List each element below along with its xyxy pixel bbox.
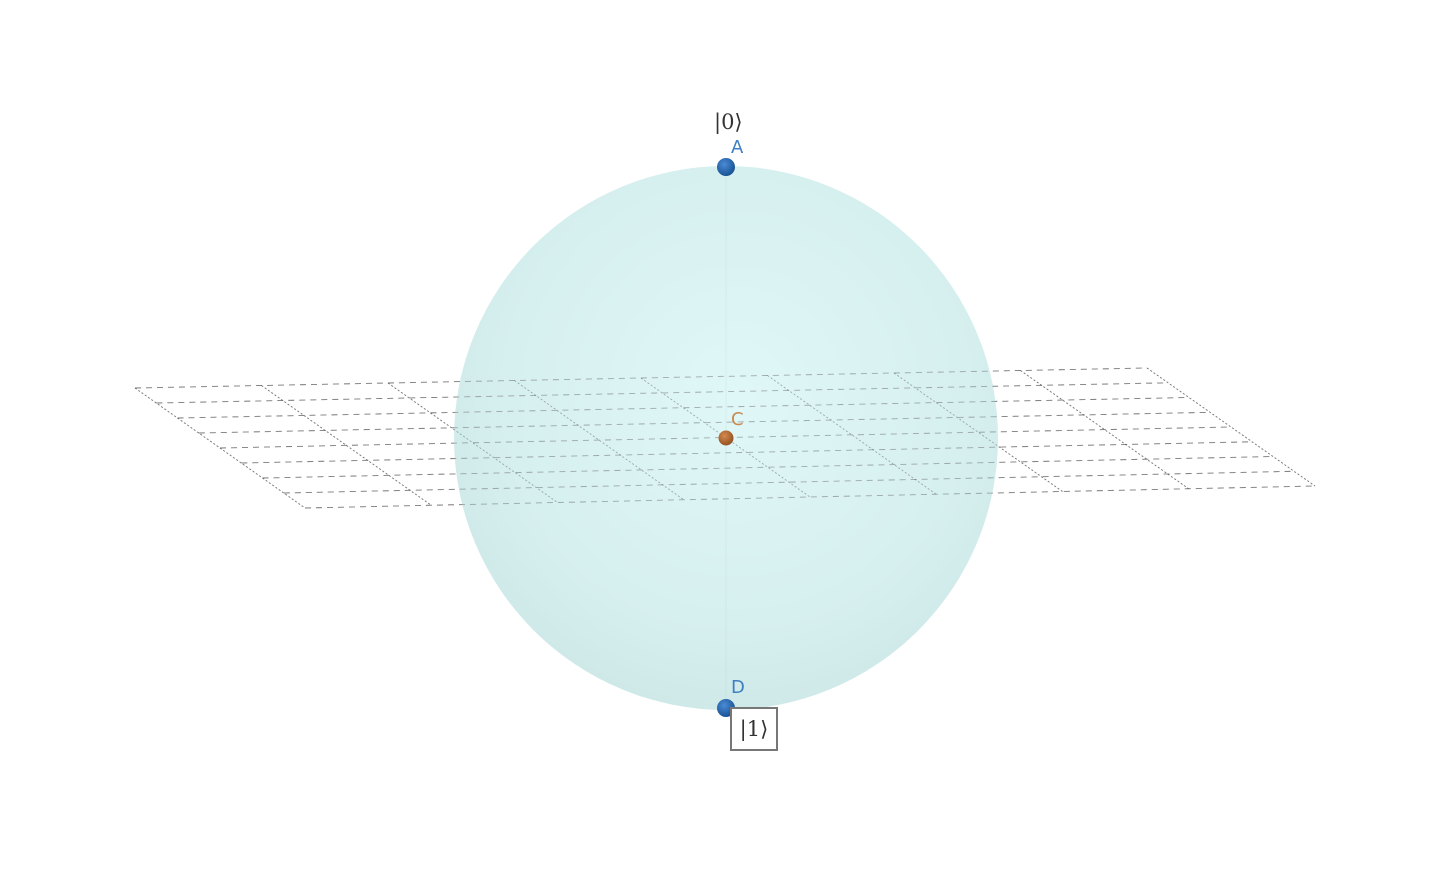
point-a-marker[interactable] xyxy=(717,158,735,176)
grid-line-diagonal xyxy=(134,387,306,509)
grid-line-diagonal xyxy=(514,380,685,501)
grid-line-horizontal xyxy=(156,382,1169,404)
grid-line-horizontal xyxy=(219,426,1232,449)
equatorial-plane-front xyxy=(134,367,1316,509)
grid-line-horizontal xyxy=(262,456,1274,479)
grid-line-horizontal xyxy=(134,367,1148,389)
ket-one-label: |1⟩ xyxy=(739,716,769,741)
grid-line-horizontal xyxy=(198,411,1211,434)
grid-line-horizontal xyxy=(219,426,1232,449)
grid-line-horizontal xyxy=(283,470,1295,494)
point-c-label: C xyxy=(731,409,744,430)
grid-line-horizontal xyxy=(156,382,1169,404)
grid-line-diagonal xyxy=(261,385,432,506)
grid-line-diagonal xyxy=(640,377,811,498)
grid-line-horizontal xyxy=(177,397,1190,419)
point-d-label: D xyxy=(731,677,745,698)
ket-zero-label: |0⟩ xyxy=(714,110,743,134)
grid-line-horizontal xyxy=(177,397,1190,419)
grid-line-diagonal xyxy=(767,375,937,495)
point-c-marker[interactable] xyxy=(718,430,734,446)
grid-line-horizontal xyxy=(198,411,1211,434)
grid-line-horizontal xyxy=(262,456,1274,479)
grid-line-diagonal xyxy=(261,385,432,506)
grid-line-horizontal xyxy=(304,485,1316,509)
grid-line-diagonal xyxy=(134,387,306,509)
grid-line-horizontal xyxy=(283,470,1295,494)
grid-line-horizontal xyxy=(241,441,1253,464)
point-a-label: A xyxy=(731,137,744,158)
grid-line-diagonal xyxy=(387,382,558,503)
grid-line-horizontal xyxy=(241,441,1253,464)
ket-one-button[interactable]: |1⟩ xyxy=(730,707,778,751)
